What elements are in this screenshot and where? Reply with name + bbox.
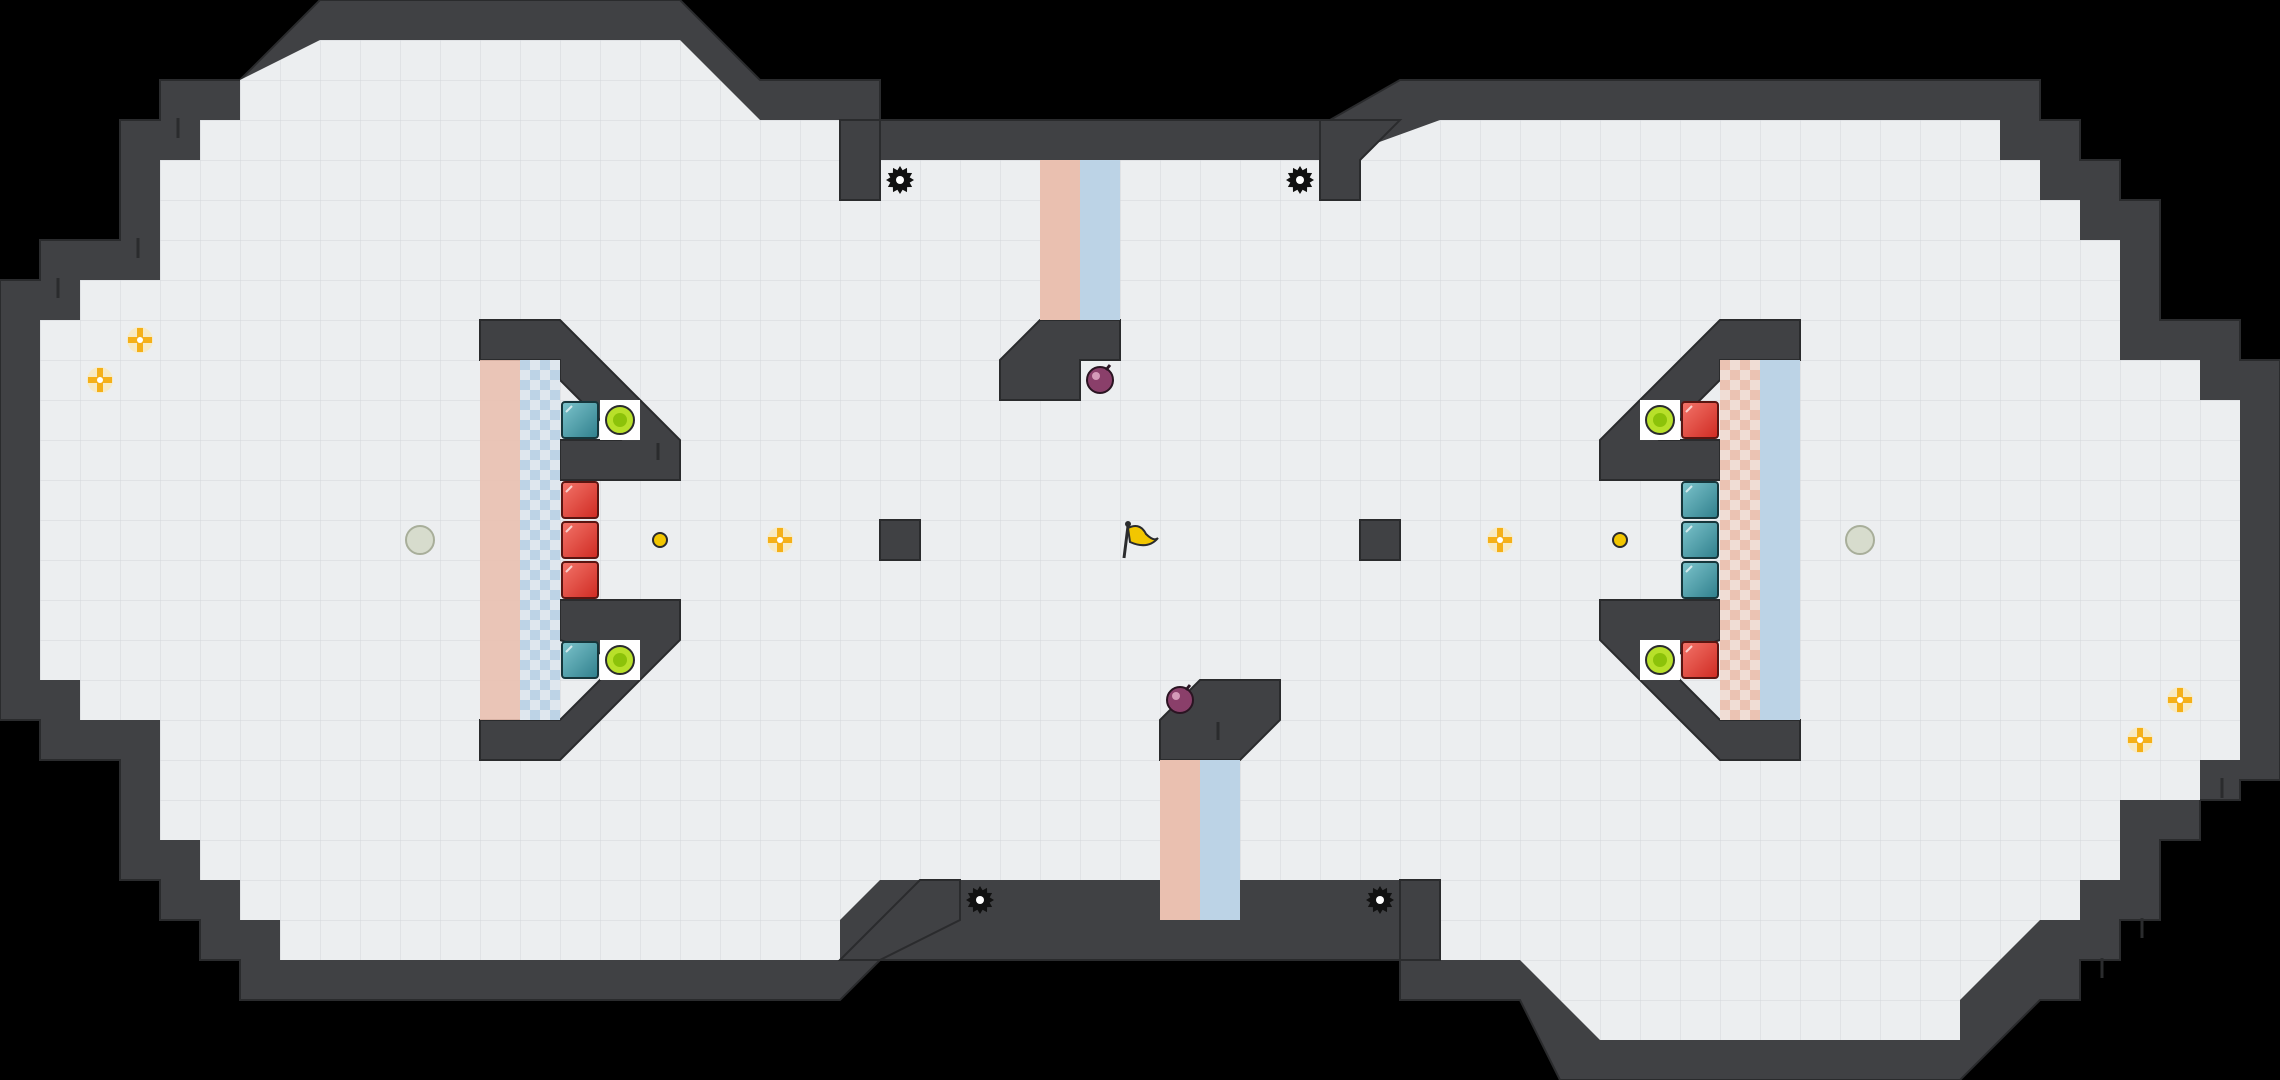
bracket-notches <box>656 443 1220 740</box>
red-block-face <box>561 561 599 599</box>
red-block-face <box>561 521 599 559</box>
sparkle-center <box>2137 737 2143 743</box>
bomb-shine <box>1092 372 1100 380</box>
red-block[interactable] <box>1681 641 1719 679</box>
coin-icon[interactable] <box>652 532 668 548</box>
spike-gear-icon[interactable] <box>1366 886 1394 914</box>
gear-hole <box>976 896 984 904</box>
sparkle-pickup-icon[interactable] <box>127 327 153 353</box>
red-block[interactable] <box>561 481 599 519</box>
teal-block[interactable] <box>1681 481 1719 519</box>
block-shine <box>1685 485 1693 493</box>
block-shine <box>1685 405 1693 413</box>
coin-icon[interactable] <box>1612 532 1628 548</box>
sparkle-center <box>777 537 783 543</box>
bomb-body <box>1166 686 1194 714</box>
teal-block[interactable] <box>1681 561 1719 599</box>
sparkle-center <box>1497 537 1503 543</box>
gear-hole <box>1296 176 1304 184</box>
bomb-icon[interactable] <box>1086 364 1114 394</box>
block-shine <box>565 405 573 413</box>
gear-hole <box>1376 896 1384 904</box>
pressure-plate[interactable] <box>1845 525 1875 555</box>
blocks-layer <box>561 401 1719 679</box>
red-block[interactable] <box>561 561 599 599</box>
orb-core <box>1653 413 1667 427</box>
orb-core <box>613 653 627 667</box>
flag-top <box>1125 521 1131 527</box>
barriers <box>480 160 1800 920</box>
teal-block[interactable] <box>1681 521 1719 559</box>
gear-hole <box>896 176 904 184</box>
sparkle-pickup-icon[interactable] <box>2127 727 2153 753</box>
red-block-face <box>1681 641 1719 679</box>
teal-block-face <box>1681 561 1719 599</box>
pressure-plate[interactable] <box>405 525 435 555</box>
red-block-face <box>1681 401 1719 439</box>
sparkle-pickup-icon[interactable] <box>767 527 793 553</box>
block-shine <box>565 485 573 493</box>
flag-pole <box>1122 525 1130 559</box>
bomb-fuse <box>1104 364 1112 371</box>
block-shine <box>1685 525 1693 533</box>
lime-orb[interactable] <box>600 640 640 680</box>
sparkle-center <box>2177 697 2183 703</box>
teal-block-face <box>1681 481 1719 519</box>
teal-block-face <box>561 401 599 439</box>
orb-core <box>1653 653 1667 667</box>
red-block-face <box>561 481 599 519</box>
bomb-icon[interactable] <box>1166 684 1194 714</box>
bomb-body <box>1086 366 1114 394</box>
teal-block-face <box>1681 521 1719 559</box>
block-shine <box>565 645 573 653</box>
sparkle-center <box>97 377 103 383</box>
red-block[interactable] <box>561 521 599 559</box>
bomb-fuse <box>1184 684 1192 691</box>
goal-flag-icon[interactable] <box>1122 521 1159 559</box>
block-shine <box>1685 645 1693 653</box>
teal-block-face <box>561 641 599 679</box>
lime-orb[interactable] <box>1640 640 1680 680</box>
spike-gear-icon[interactable] <box>966 886 994 914</box>
red-block[interactable] <box>1681 401 1719 439</box>
sparkle-pickup-icon[interactable] <box>87 367 113 393</box>
block-shine <box>565 565 573 573</box>
lime-orb[interactable] <box>600 400 640 440</box>
flag-cloth <box>1126 525 1159 547</box>
teal-block[interactable] <box>561 401 599 439</box>
sparkle-pickup-icon[interactable] <box>1487 527 1513 553</box>
spike-gear-icon[interactable] <box>886 166 914 194</box>
spike-gear-icon[interactable] <box>1286 166 1314 194</box>
sparkle-pickup-icon[interactable] <box>2167 687 2193 713</box>
bomb-shine <box>1172 692 1180 700</box>
sparkle-center <box>137 337 143 343</box>
block-shine <box>565 525 573 533</box>
orb-core <box>613 413 627 427</box>
teal-block[interactable] <box>561 641 599 679</box>
objects-layer <box>87 166 2193 914</box>
lime-orb[interactable] <box>1640 400 1680 440</box>
block-shine <box>1685 565 1693 573</box>
